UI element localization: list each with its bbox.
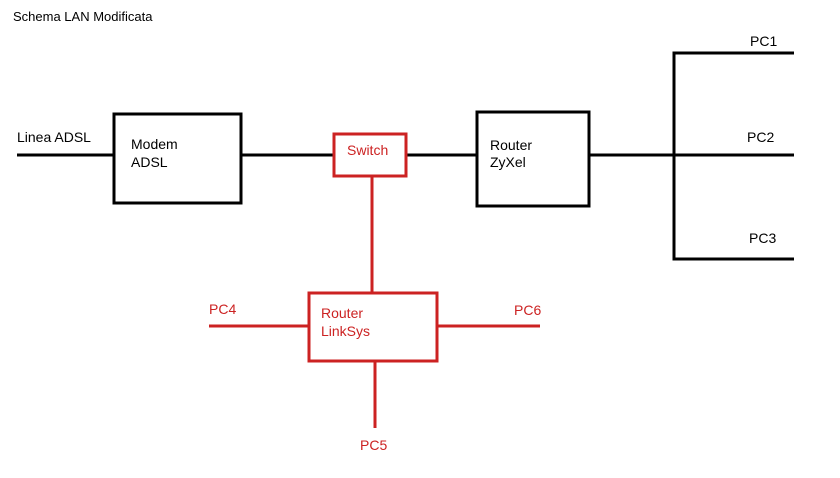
zyxel-label-line2: ZyXel <box>490 154 526 170</box>
pc1-label: PC1 <box>750 33 778 49</box>
zyxel-box <box>475 110 591 208</box>
modified-network <box>209 132 540 428</box>
diagram-title: Schema LAN Modificata <box>13 9 153 24</box>
switch-box <box>332 132 408 178</box>
pc4-label: PC4 <box>209 301 237 317</box>
linksys-label-line1: Router <box>321 305 364 321</box>
switch-label: Switch <box>347 142 389 158</box>
pc5-label: PC5 <box>360 437 388 453</box>
modem-box <box>112 112 243 205</box>
zyxel-label-line1: Router <box>490 137 533 153</box>
adsl-line-label: Linea ADSL <box>17 129 91 145</box>
modem-label-line2: ADSL <box>131 154 168 170</box>
pc6-label: PC6 <box>514 302 542 318</box>
linksys-label-line2: LinkSys <box>321 323 371 339</box>
modem-label-line1: Modem <box>131 136 178 152</box>
original-network <box>17 51 794 261</box>
pc-bus <box>672 51 794 261</box>
pc2-label: PC2 <box>747 129 775 145</box>
pc3-label: PC3 <box>749 230 777 246</box>
